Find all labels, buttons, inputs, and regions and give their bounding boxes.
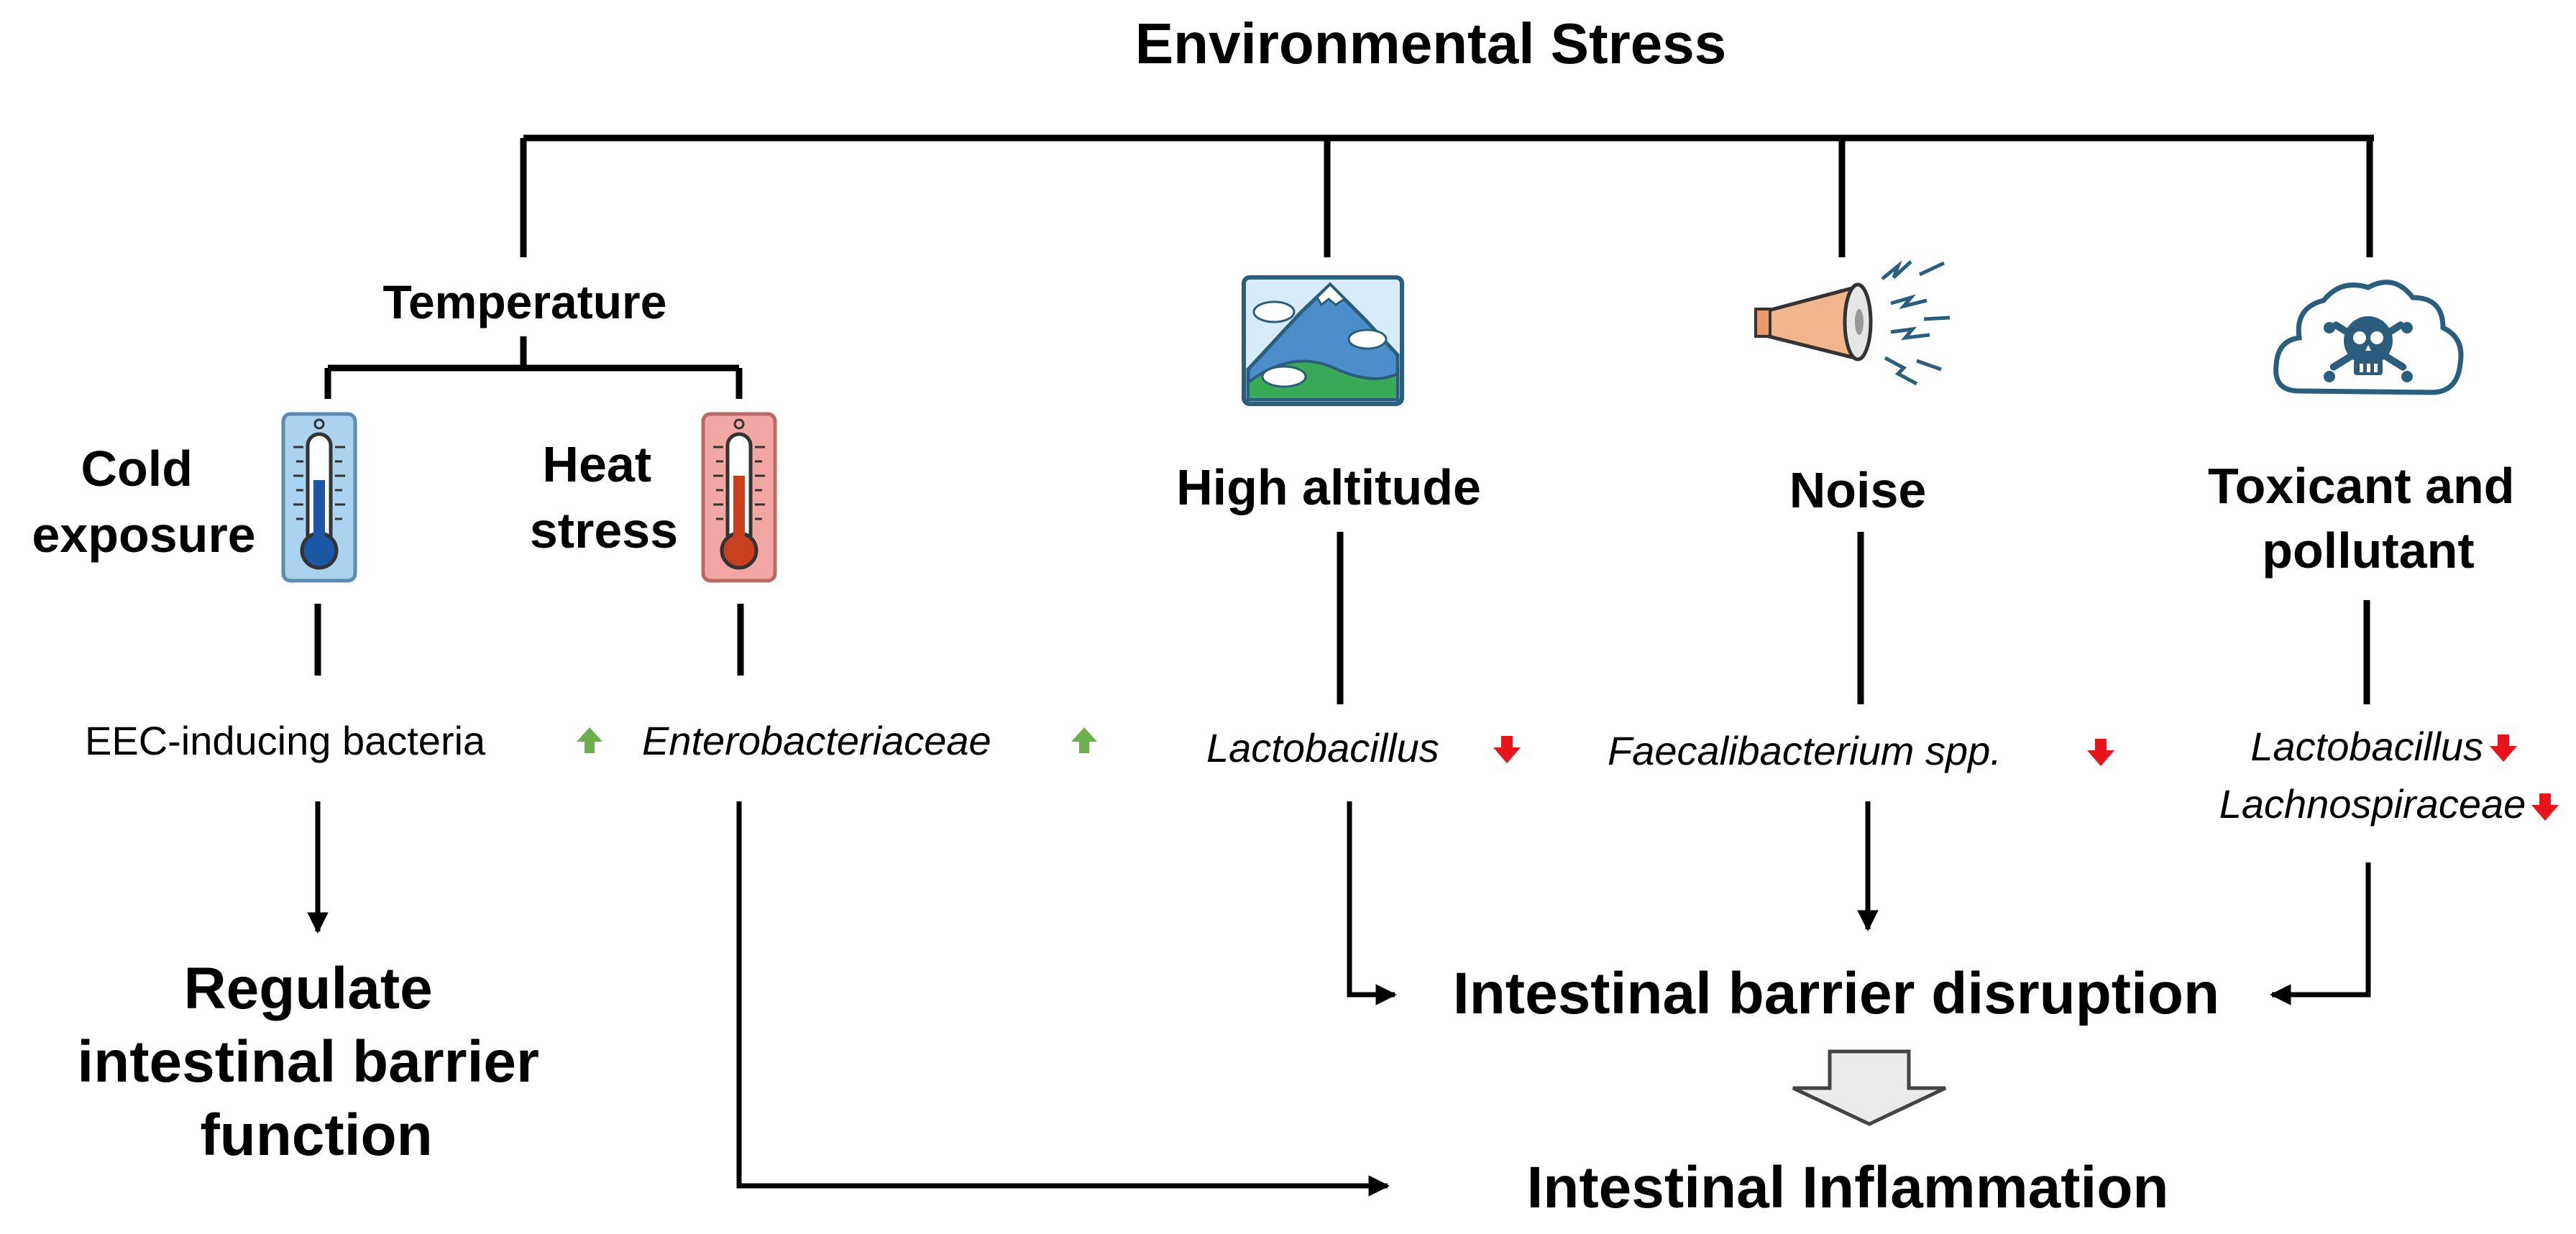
noise-label: Noise xyxy=(1789,462,1927,518)
inflammation-label: Intestinal Inflammation xyxy=(1527,1155,2169,1220)
arrow-down-icon xyxy=(1493,736,1521,763)
barrier-disruption-label: Intestinal barrier disruption xyxy=(1453,961,2219,1026)
temperature-connector-lines xyxy=(324,336,743,399)
high-altitude-label: High altitude xyxy=(1176,459,1481,515)
altitude-bacteria-label: Lactobacillus xyxy=(1206,725,1439,770)
altitude-to-barrier-arrow xyxy=(1347,801,1397,1005)
arrow-up-icon xyxy=(577,727,602,753)
diagram-title: Environmental Stress xyxy=(1135,11,1727,75)
heat-bacteria-label: Enterobacteriaceae xyxy=(642,718,991,763)
top-connector-lines xyxy=(520,134,2374,257)
thermometer-hot-icon xyxy=(701,412,777,583)
cold-exposure-label: Cold exposure xyxy=(32,441,255,563)
heat-stress-label: Heat stress xyxy=(530,436,678,558)
arrow-down-icon xyxy=(2531,793,2559,821)
heat-to-inflammation-arrow xyxy=(736,801,1390,1197)
mountain-icon xyxy=(1242,275,1404,406)
megaphone-icon xyxy=(1754,260,1951,386)
thermometer-cold-icon xyxy=(281,412,357,583)
toxicant-bacteria-label: Lactobacillus Lachnospiraceae xyxy=(2219,724,2526,826)
arrow-down-icon xyxy=(2087,739,2114,766)
regulate-outcome-label: Regulate intestinal barrier function xyxy=(77,956,555,1168)
temperature-heading: Temperature xyxy=(383,275,667,328)
toxicant-to-barrier-arrow xyxy=(2270,862,2371,1005)
toxicant-label: Toxicant and pollutant xyxy=(2208,458,2529,579)
cold-bacteria-label: EEC-inducing bacteria xyxy=(85,718,486,763)
noise-bacteria-label: Faecalibacterium spp. xyxy=(1608,728,2002,773)
arrow-up-icon xyxy=(1071,727,1097,753)
block-arrow-down-icon xyxy=(1792,1049,1947,1126)
skull-cloud-icon xyxy=(2273,280,2464,395)
